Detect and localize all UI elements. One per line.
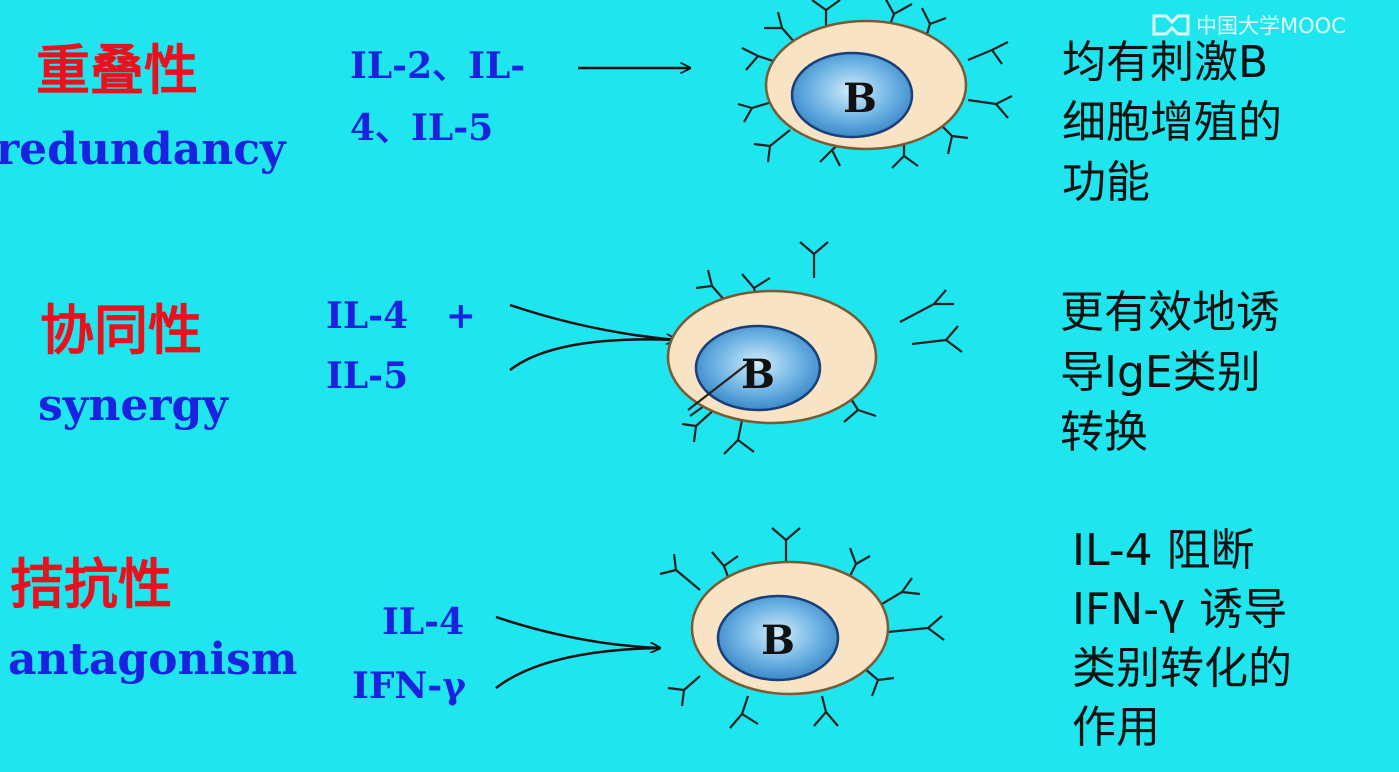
watermark-text: 中国大学MOOC xyxy=(1196,14,1346,38)
arrow-synergy-il4 xyxy=(509,303,676,340)
term-antagonism-en: antagonism xyxy=(8,634,298,685)
term-redundancy-en: redundancy xyxy=(0,124,286,175)
arrow-antagonism-ifn xyxy=(495,646,661,689)
mooc-logo-icon xyxy=(1152,14,1190,36)
cell-label-antagonism: B xyxy=(761,617,795,664)
cell-label-redundancy: B xyxy=(843,75,877,122)
arrow-synergy-il5 xyxy=(509,338,677,371)
description-redundancy-line-1: 均有刺激B xyxy=(1062,37,1269,88)
term-synergy-en: synergy xyxy=(38,380,228,431)
mooc-watermark: 中国大学MOOC xyxy=(1152,10,1346,40)
description-redundancy-line-2: 细胞增殖的 xyxy=(1062,97,1282,148)
receptor-stalk-synergy xyxy=(687,361,751,411)
description-antagonism: IL-4 阻断 IFN-γ 诱导 类别转化的 作用 xyxy=(1072,521,1292,757)
description-synergy-line-2: 导IgE类别 xyxy=(1060,347,1261,398)
description-redundancy-line-3: 功能 xyxy=(1062,157,1150,208)
arrow-antagonism-il4 xyxy=(495,615,660,648)
b-cell-redundancy: B xyxy=(737,0,1013,169)
description-antagonism-line-1: IL-4 阻断 xyxy=(1072,525,1255,576)
nucleus-synergy xyxy=(694,324,822,412)
cytokines-redundancy-line-1: IL-2、IL- xyxy=(350,45,526,87)
nucleus-antagonism xyxy=(716,594,840,682)
description-antagonism-line-2: IFN-γ 诱导 xyxy=(1072,584,1288,635)
description-synergy-line-3: 转换 xyxy=(1060,407,1148,458)
description-antagonism-line-3: 类别转化的 xyxy=(1072,643,1292,694)
cytokines-antagonism-line-1: IL-4 xyxy=(382,601,465,643)
cytokines-synergy-line-2: IL-5 xyxy=(326,355,409,397)
description-synergy: 更有效地诱 导IgE类别 转换 xyxy=(1060,283,1280,463)
term-antagonism-zh: 拮抗性 xyxy=(10,553,172,616)
term-synergy-zh: 协同性 xyxy=(40,299,202,362)
description-redundancy: 均有刺激B 细胞增殖的 功能 xyxy=(1062,33,1282,213)
description-synergy-line-1: 更有效地诱 xyxy=(1060,287,1280,338)
description-antagonism-line-4: 作用 xyxy=(1072,702,1160,753)
nucleus-redundancy xyxy=(790,51,914,139)
term-redundancy-zh: 重叠性 xyxy=(36,39,198,102)
cytokines-synergy-line-1: IL-4 + xyxy=(326,295,476,337)
cytokines-redundancy-line-2: 4、IL-5 xyxy=(350,107,494,149)
b-cell-synergy: B xyxy=(666,241,963,455)
b-cell-antagonism: B xyxy=(659,527,945,729)
cytokines-antagonism-line-2: IFN-γ xyxy=(352,665,467,707)
cell-label-synergy: B xyxy=(741,351,775,398)
